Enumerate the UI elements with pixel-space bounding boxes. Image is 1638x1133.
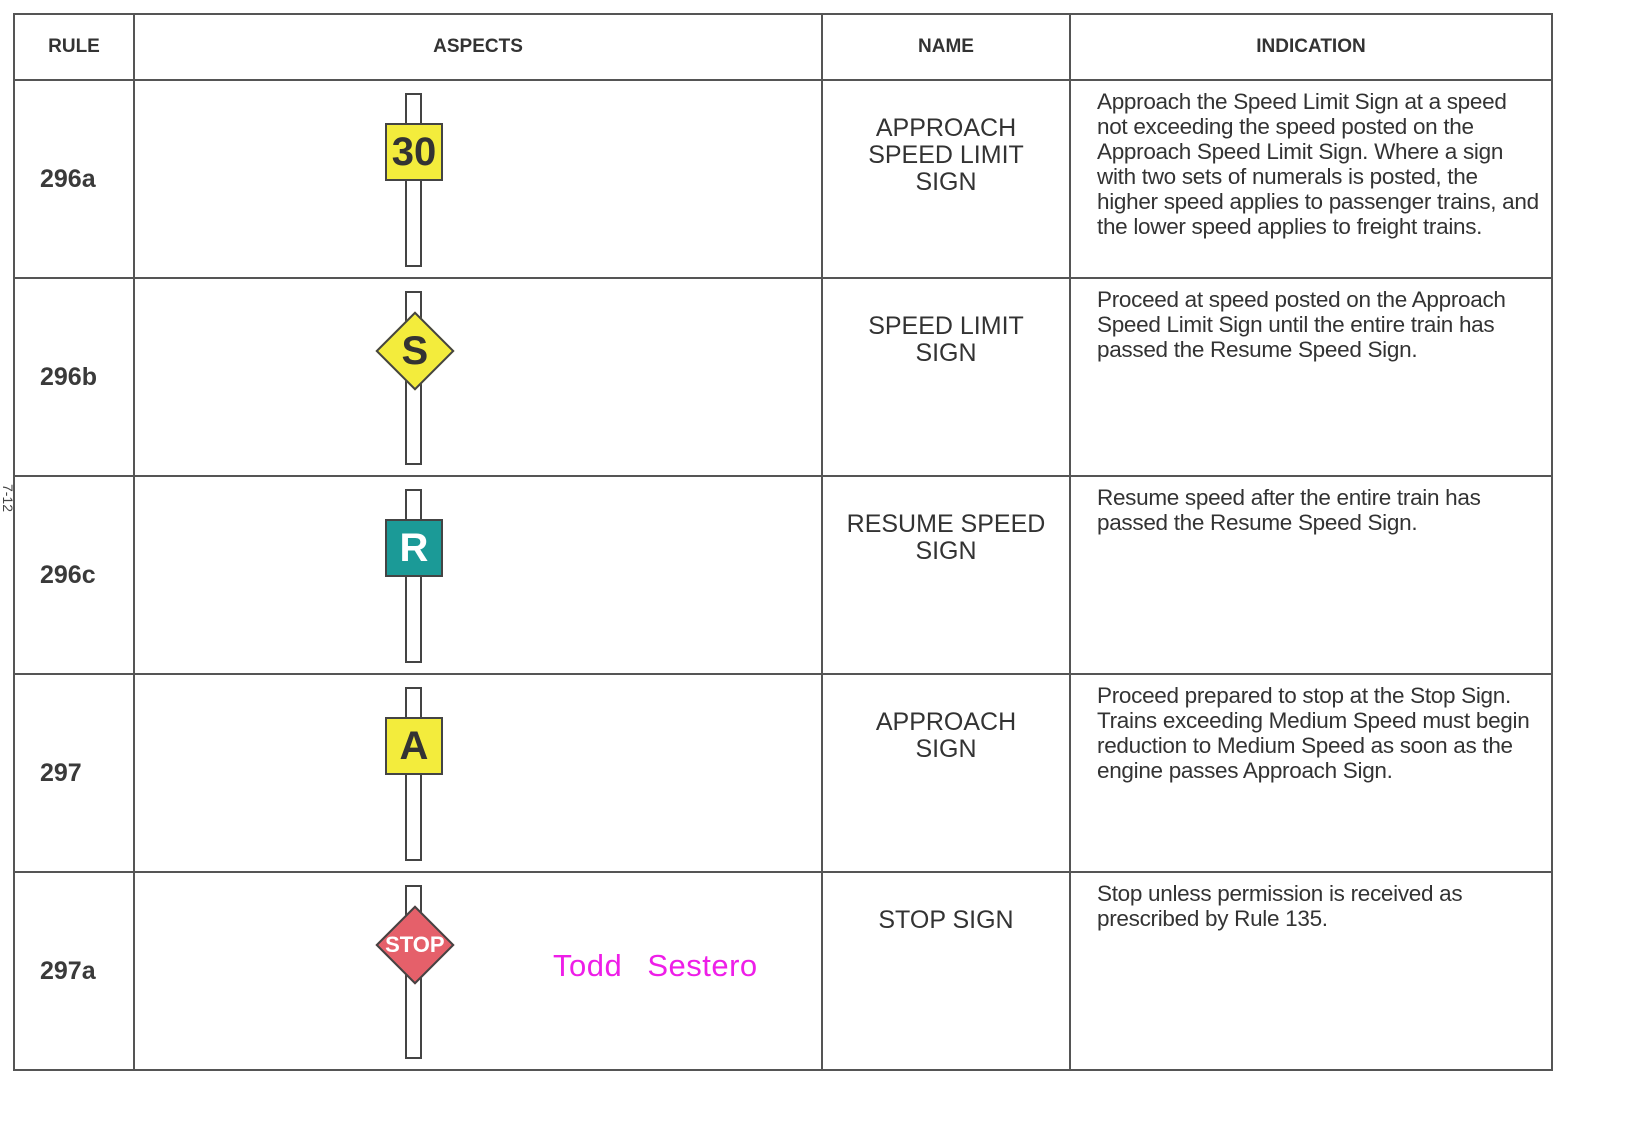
header-name: NAME — [821, 13, 1071, 81]
speed-sign-icon: A — [385, 717, 443, 775]
indication-text: Stop unless permission is received as pr… — [1069, 871, 1553, 1071]
table-row: 297a STOP Todd Sestero STOP SIGN Stop un… — [13, 871, 1553, 1071]
header-aspects: ASPECTS — [133, 13, 823, 81]
aspect-cell: R — [133, 475, 823, 675]
aspect-cell: 30 — [133, 79, 823, 279]
speed-sign-icon: 30 — [385, 123, 443, 181]
rule-number: 296c — [13, 475, 135, 675]
rule-number: 297a — [13, 871, 135, 1071]
aspect-cell: S — [133, 277, 823, 477]
speed-sign-icon: S — [375, 311, 455, 391]
sign-text: R — [399, 525, 429, 570]
rule-number: 296a — [13, 79, 135, 279]
rule-number: 296b — [13, 277, 135, 477]
table-row: 296b S SPEED LIMIT SIGN Proceed at speed… — [13, 277, 1553, 477]
stop-sign-icon: STOP — [375, 905, 455, 985]
sign-name: SPEED LIMIT SIGN — [821, 277, 1071, 477]
indication-text: Approach the Speed Limit Sign at a speed… — [1069, 79, 1553, 279]
table-row: 297 A APPROACH SIGN Proceed prepared to … — [13, 673, 1553, 873]
sign-text: A — [399, 723, 429, 768]
indication-text: Proceed prepared to stop at the Stop Sig… — [1069, 673, 1553, 873]
header-indication: INDICATION — [1069, 13, 1553, 81]
table-row: 296c R RESUME SPEED SIGN Resume speed af… — [13, 475, 1553, 675]
header-rule: RULE — [13, 13, 135, 81]
indication-text: Proceed at speed posted on the Approach … — [1069, 277, 1553, 477]
sign-name: APPROACH SPEED LIMIT SIGN — [821, 79, 1071, 279]
header-row: RULE ASPECTS NAME INDICATION — [13, 13, 1553, 81]
aspect-cell: STOP Todd Sestero — [133, 871, 823, 1071]
speed-sign-icon: R — [385, 519, 443, 577]
sign-text: S — [401, 328, 429, 373]
rule-number: 297 — [13, 673, 135, 873]
sign-text: 30 — [391, 129, 437, 174]
signal-rules-table: RULE ASPECTS NAME INDICATION 296a 30 APP… — [13, 13, 1553, 1071]
sign-name: APPROACH SIGN — [821, 673, 1071, 873]
sign-name: STOP SIGN — [821, 871, 1071, 1071]
aspect-cell: A — [133, 673, 823, 873]
sign-name: RESUME SPEED SIGN — [821, 475, 1071, 675]
table-row: 296a 30 APPROACH SPEED LIMIT SIGN Approa… — [13, 79, 1553, 279]
signature: Todd Sestero — [553, 948, 758, 983]
indication-text: Resume speed after the entire train has … — [1069, 475, 1553, 675]
sign-text: STOP — [385, 932, 445, 958]
